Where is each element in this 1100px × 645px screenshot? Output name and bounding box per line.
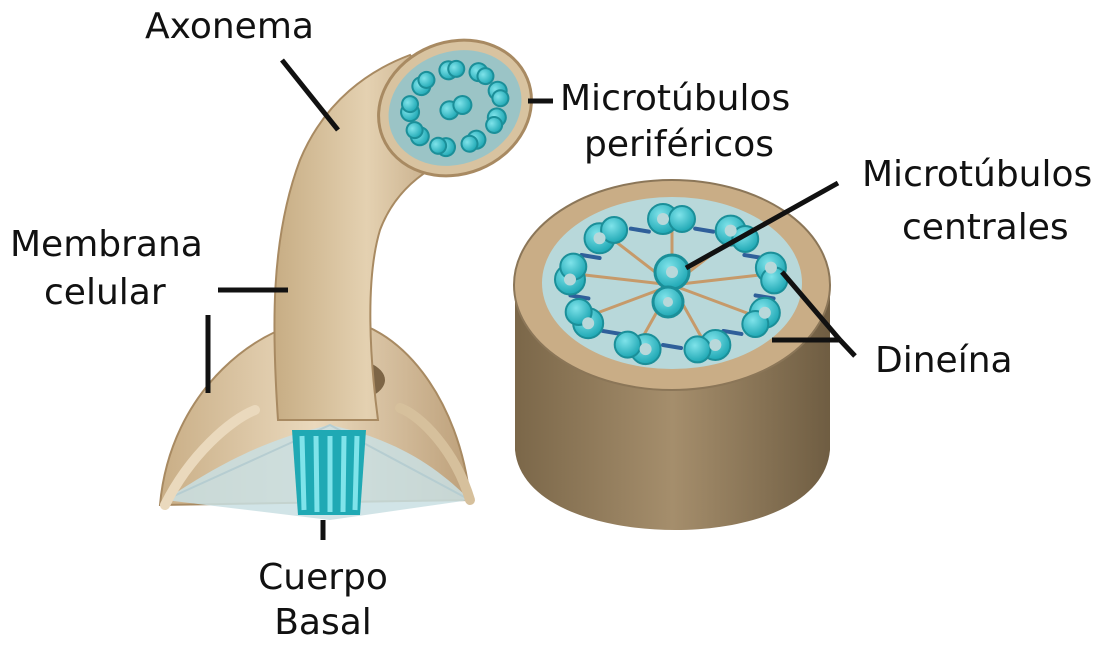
microtubule-lumen bbox=[564, 273, 576, 285]
membrana-celular-label-line1: Membrana bbox=[10, 222, 203, 268]
dineina-label: Dineína bbox=[875, 338, 1013, 384]
microtubule-lumen bbox=[709, 339, 721, 351]
cuerpo-basal-label-line1: Cuerpo bbox=[253, 555, 393, 601]
microtubule-lumen bbox=[640, 343, 652, 355]
microtubulos-perifericos-label-line1: Microtúbulos bbox=[560, 76, 790, 122]
microtubule-lumen bbox=[725, 225, 737, 237]
microtubule-lumen bbox=[594, 232, 606, 244]
doublet-microtubule-b bbox=[669, 206, 695, 232]
microtubule-lumen bbox=[582, 317, 594, 329]
microtubulos-perifericos-label-line2: periféricos bbox=[584, 122, 774, 168]
axonema-label: Axonema bbox=[145, 4, 314, 50]
cuerpo-basal-label-line2: Basal bbox=[253, 600, 393, 645]
microtubule-lumen bbox=[765, 262, 777, 274]
axonema-leader bbox=[282, 60, 338, 130]
axoneme-cylinder bbox=[514, 180, 830, 530]
doublet-microtubule-b bbox=[684, 336, 710, 362]
microtubule-lumen bbox=[759, 307, 771, 319]
microtubulos-centrales-label-line1: Microtúbulos bbox=[862, 152, 1092, 198]
dineina-leader-tip bbox=[840, 340, 855, 356]
doublet-microtubule-b bbox=[615, 332, 641, 358]
microtubulos-centrales-label-line2: centrales bbox=[902, 205, 1069, 251]
microtubule-lumen bbox=[657, 213, 669, 225]
basal-body-shape bbox=[292, 430, 366, 515]
membrana-celular-label-line2: celular bbox=[44, 270, 166, 316]
